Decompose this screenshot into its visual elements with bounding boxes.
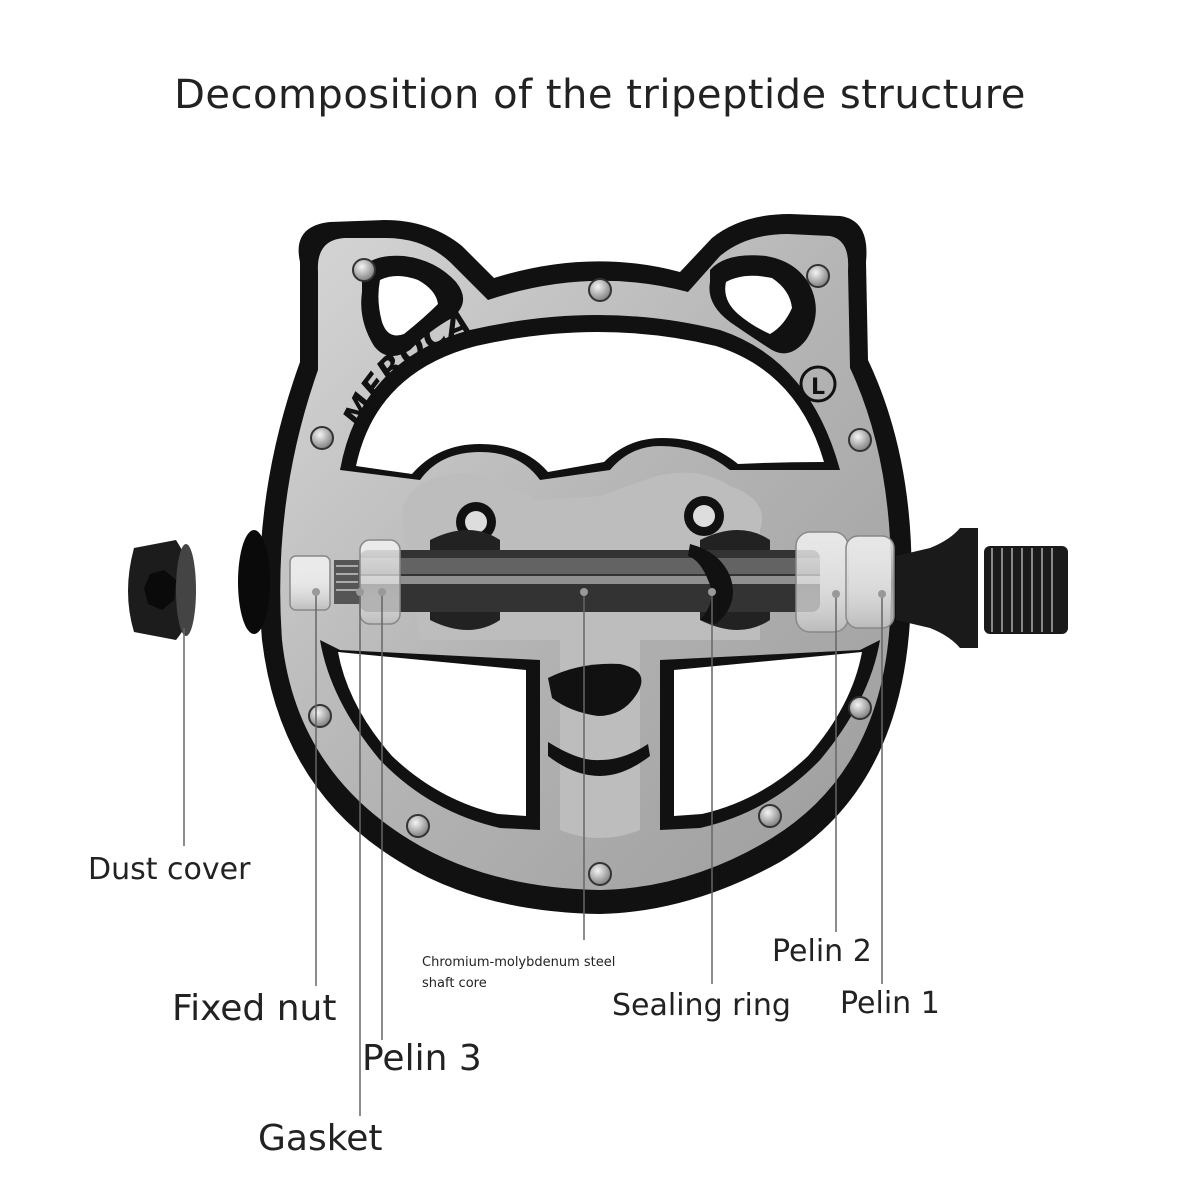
label-sealing-ring: Sealing ring — [612, 988, 791, 1023]
gasket-part — [334, 560, 360, 604]
shaft-core-part — [360, 550, 820, 612]
label-pelin-2: Pelin 2 — [772, 934, 872, 969]
leader-dots — [312, 588, 886, 598]
label-shaft-core: Chromium-molybdenum steel shaft core — [422, 952, 615, 994]
side-mark: L — [811, 375, 825, 400]
side-mark-badge — [799, 365, 837, 403]
pelin-3-part — [359, 539, 401, 625]
fixed-nut-part — [289, 555, 331, 611]
label-gasket: Gasket — [258, 1118, 383, 1159]
label-pelin-3: Pelin 3 — [362, 1038, 482, 1079]
sealing-ring-part — [688, 544, 733, 624]
pelin-2-part — [795, 531, 849, 633]
pelin-1-part — [845, 535, 895, 629]
label-dust-cover: Dust cover — [88, 852, 251, 887]
label-shaft-core-line1: Chromium-molybdenum steel — [422, 955, 616, 970]
diagram-title: Decomposition of the tripeptide structur… — [174, 72, 1026, 118]
label-fixed-nut: Fixed nut — [172, 988, 337, 1029]
dust-cover-part — [128, 530, 270, 640]
label-shaft-core-line2: shaft core — [422, 976, 487, 991]
label-pelin-1: Pelin 1 — [840, 986, 940, 1021]
leader-lines — [183, 592, 883, 1116]
threaded-spindle-part — [896, 528, 1068, 648]
screws — [308, 258, 872, 886]
